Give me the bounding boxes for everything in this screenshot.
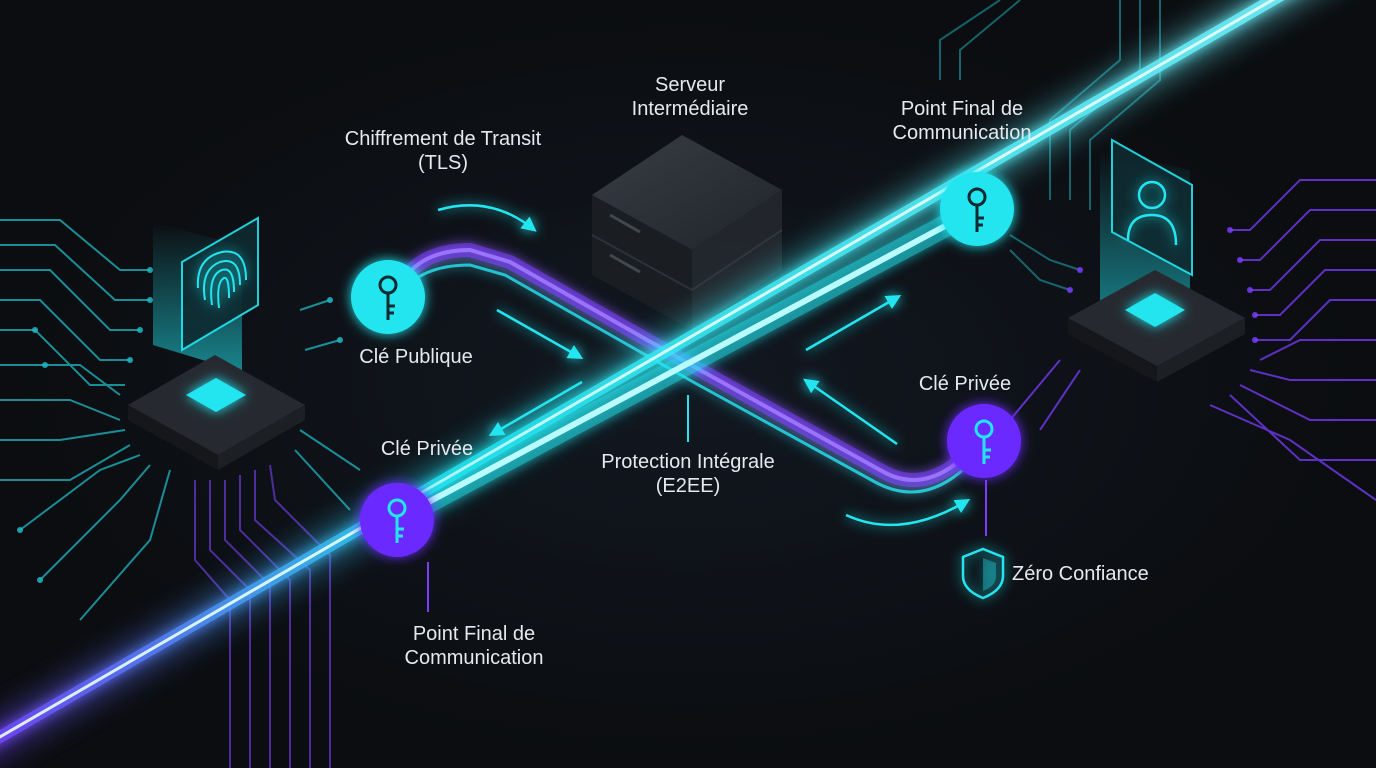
- server-stack-icon: [591, 135, 783, 330]
- key-icon: [378, 275, 398, 320]
- right-device: [1068, 138, 1245, 382]
- circuit-traces-bottom-left: [194, 464, 331, 768]
- public-key-node: [351, 260, 425, 334]
- fingerprint-icon: [196, 250, 247, 309]
- private-key-right-node: [947, 404, 1021, 478]
- flow-arrows: [437, 204, 971, 527]
- user-icon: [1126, 180, 1178, 246]
- key-icon: [974, 419, 994, 464]
- key-icon: [387, 498, 407, 543]
- private-key-left-node: [360, 483, 434, 557]
- circuit-pads-right: [997, 227, 1258, 433]
- shield-icon: [961, 547, 1005, 600]
- private-key-right-label: Clé Privée: [918, 373, 1012, 395]
- endpoint-right-key-node: [940, 172, 1014, 246]
- circuit-traces-left: [0, 219, 361, 621]
- key-icon: [967, 187, 987, 232]
- label-leaders: [427, 395, 987, 612]
- left-device: [128, 216, 305, 470]
- e2ee-label: Protection Intégrale(E2EE): [601, 451, 775, 497]
- transit-label: Chiffrement de Transit(TLS): [344, 128, 542, 174]
- circuit-pads-left: [17, 267, 343, 583]
- zero-trust-label: Zéro Confiance: [1012, 563, 1149, 585]
- private-key-left-label: Clé Privée: [380, 438, 474, 460]
- public-key-label: Clé Publique: [359, 346, 473, 368]
- tls-tunnel: [393, 242, 986, 494]
